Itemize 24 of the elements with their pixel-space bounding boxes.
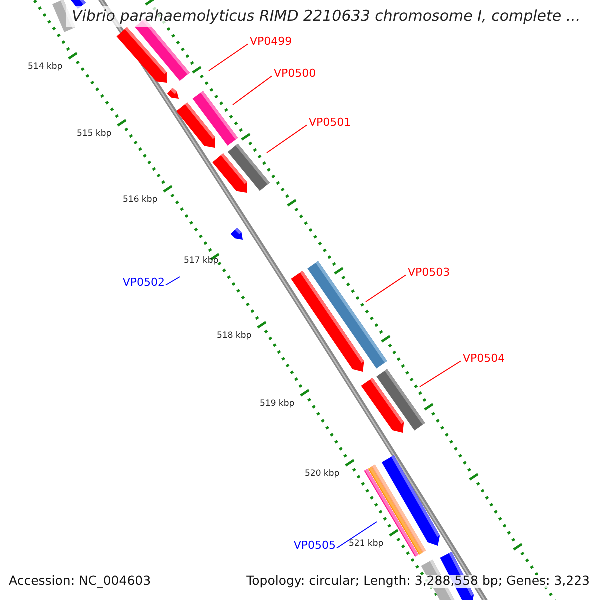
leader-line <box>266 124 308 154</box>
leader-line <box>166 276 180 286</box>
footer-text: Accession: NC_004603 <box>9 575 152 588</box>
leader-line <box>336 522 378 549</box>
gene-label: VP0500 <box>274 68 316 79</box>
leader-line <box>420 360 462 388</box>
leader-line <box>232 76 272 106</box>
gene-label: VP0499 <box>250 36 292 47</box>
gene-label: VP0502 <box>122 277 165 288</box>
gene-label: VP0504 <box>463 353 506 364</box>
tick-label: 515 kbp <box>77 130 112 138</box>
gene-label: VP0503 <box>408 267 450 278</box>
tick-label: 516 kbp <box>123 196 158 204</box>
gene-label: VP0501 <box>309 117 352 128</box>
tick-label: 521 kbp <box>349 540 384 548</box>
footer-text: Topology: circular; Length: 3,288,558 bp; Genes: 3,223 <box>246 575 590 588</box>
leader-line <box>208 44 248 72</box>
gene-label: VP0505 <box>294 540 336 551</box>
tick-label: 514 kbp <box>28 63 63 72</box>
tick-label: 518 kbp <box>217 332 252 340</box>
tick-label: 519 kbp <box>260 400 295 408</box>
tick-label: 517 kbp <box>184 257 219 266</box>
tick-label: 520 kbp <box>305 470 340 478</box>
leader-line <box>366 274 406 302</box>
